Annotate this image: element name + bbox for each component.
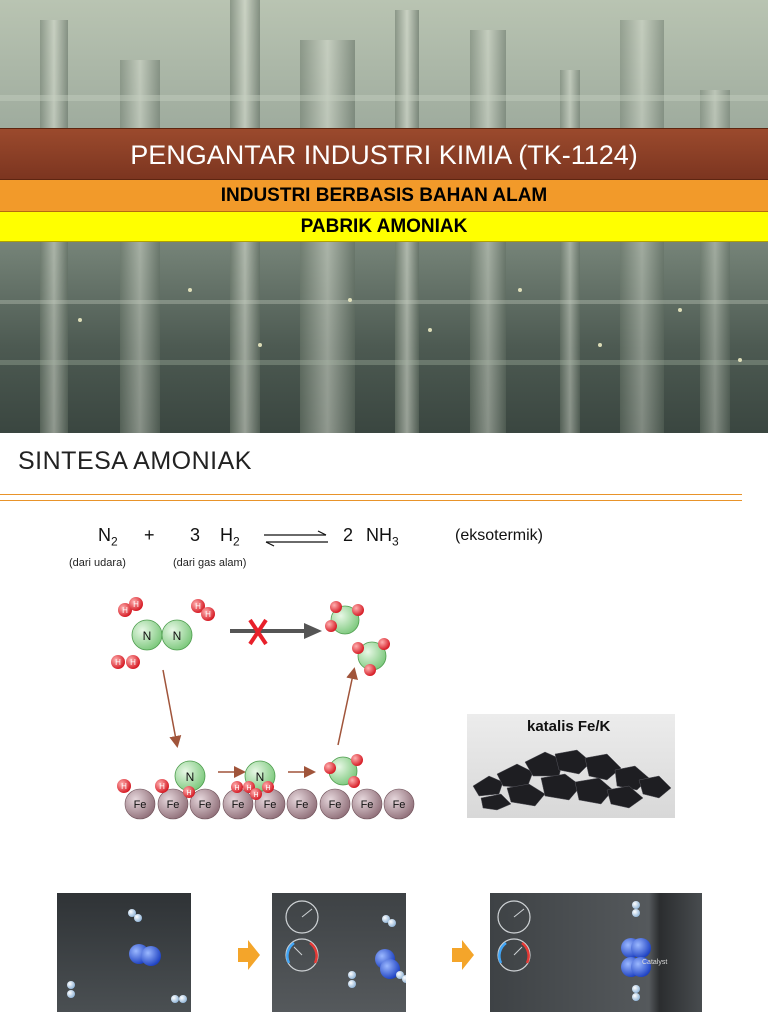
svg-text:H: H [253, 792, 258, 799]
svg-text:Fe: Fe [167, 799, 180, 811]
frame-3-molecules [497, 900, 651, 1001]
adsorbed-nh3-molecule [324, 754, 363, 788]
svg-text:N: N [186, 770, 195, 784]
catalyst-photo: katalis Fe/K [467, 714, 675, 818]
svg-text:H: H [205, 610, 211, 619]
equation-plus: + [144, 525, 155, 545]
presentation-title: PENGANTAR INDUSTRI KIMIA (TK-1124) [0, 128, 768, 180]
equation-coef-nh3: 2 [343, 525, 354, 545]
svg-text:H: H [159, 782, 165, 791]
svg-text:H: H [265, 785, 270, 792]
cross-mark-icon [248, 618, 268, 646]
h2-molecule-bottom-left: H H [111, 655, 140, 669]
desorption-flow-arrow [337, 667, 358, 746]
pressure-gauge-icon [285, 900, 319, 934]
svg-text:H: H [115, 658, 121, 667]
svg-text:H: H [246, 785, 251, 792]
h2-molecule-top-left: H H [118, 597, 143, 617]
svg-text:H: H [130, 658, 136, 667]
equation-reactant-n2: N2 [98, 525, 118, 549]
adsorbed-nh-intermediate: N H H H H [231, 760, 276, 800]
iron-catalyst-surface: Fe Fe Fe Fe Fe Fe Fe Fe Fe [124, 788, 415, 820]
equation-coef-h2: 3 [190, 525, 201, 545]
equilibrium-arrow-icon [264, 530, 328, 547]
svg-text:N: N [173, 629, 182, 643]
svg-text:H: H [234, 785, 239, 792]
equation-reactant-h2: H2 [220, 525, 240, 549]
svg-text:Fe: Fe [264, 799, 277, 811]
animation-frame-1 [57, 893, 191, 1012]
adsorption-flow-arrow [162, 669, 182, 748]
svg-text:Fe: Fe [361, 799, 374, 811]
next-frame-arrow-icon [452, 940, 474, 970]
svg-text:N: N [143, 629, 152, 643]
blocked-direct-reaction-arrow [230, 623, 322, 639]
svg-text:Fe: Fe [199, 799, 212, 811]
nh3-molecule-top [325, 601, 364, 635]
nh3-molecule-middle [352, 638, 390, 676]
animation-frame-2 [272, 893, 406, 1012]
svg-text:Fe: Fe [134, 799, 147, 811]
svg-text:N: N [256, 770, 265, 784]
next-frame-arrow-icon [238, 940, 260, 970]
adsorbed-hydrogen-atoms: H H [117, 779, 169, 793]
pressure-gauge-icon [497, 900, 531, 934]
catalyst-label: katalis Fe/K [527, 718, 611, 735]
h2-molecule-top-right: H H [191, 599, 215, 621]
catalyst-pellets-illustration [472, 749, 672, 811]
temperature-gauge-icon [497, 938, 531, 972]
presentation-subtitle: INDUSTRI BERBASIS BAHAN ALAM [0, 180, 768, 212]
svg-text:H: H [121, 782, 127, 791]
equation-exothermic-note: (eksotermik) [455, 527, 544, 544]
svg-text:H: H [122, 606, 128, 615]
frame-2-molecules [285, 900, 406, 988]
animation-frame-3: Catalyst [490, 893, 702, 1012]
equation-product-nh3: NH3 [366, 525, 399, 549]
section-rule-top [0, 494, 742, 495]
catalyst-wall-label: Catalyst [642, 959, 668, 966]
frame-1-molecules [67, 909, 187, 1003]
svg-text:H: H [195, 602, 201, 611]
section-rule-bottom [0, 500, 742, 501]
svg-text:Fe: Fe [393, 799, 406, 811]
reaction-mechanism-diagram: H H H H H H N N [111, 597, 415, 820]
source-natural-gas-note: (dari gas alam) [173, 557, 247, 569]
source-air-note: (dari udara) [69, 557, 126, 569]
section-title: SINTESA AMONIAK [18, 447, 252, 475]
svg-text:H: H [186, 790, 191, 797]
svg-text:Fe: Fe [329, 799, 342, 811]
adsorbed-n2-molecule: N H [174, 760, 206, 798]
svg-text:Fe: Fe [232, 799, 245, 811]
n2-molecule-free: N N [131, 619, 193, 651]
svg-text:Fe: Fe [296, 799, 309, 811]
presentation-topic: PABRIK AMONIAK [0, 212, 768, 242]
temperature-gauge-icon [285, 938, 319, 972]
svg-text:H: H [133, 600, 139, 609]
